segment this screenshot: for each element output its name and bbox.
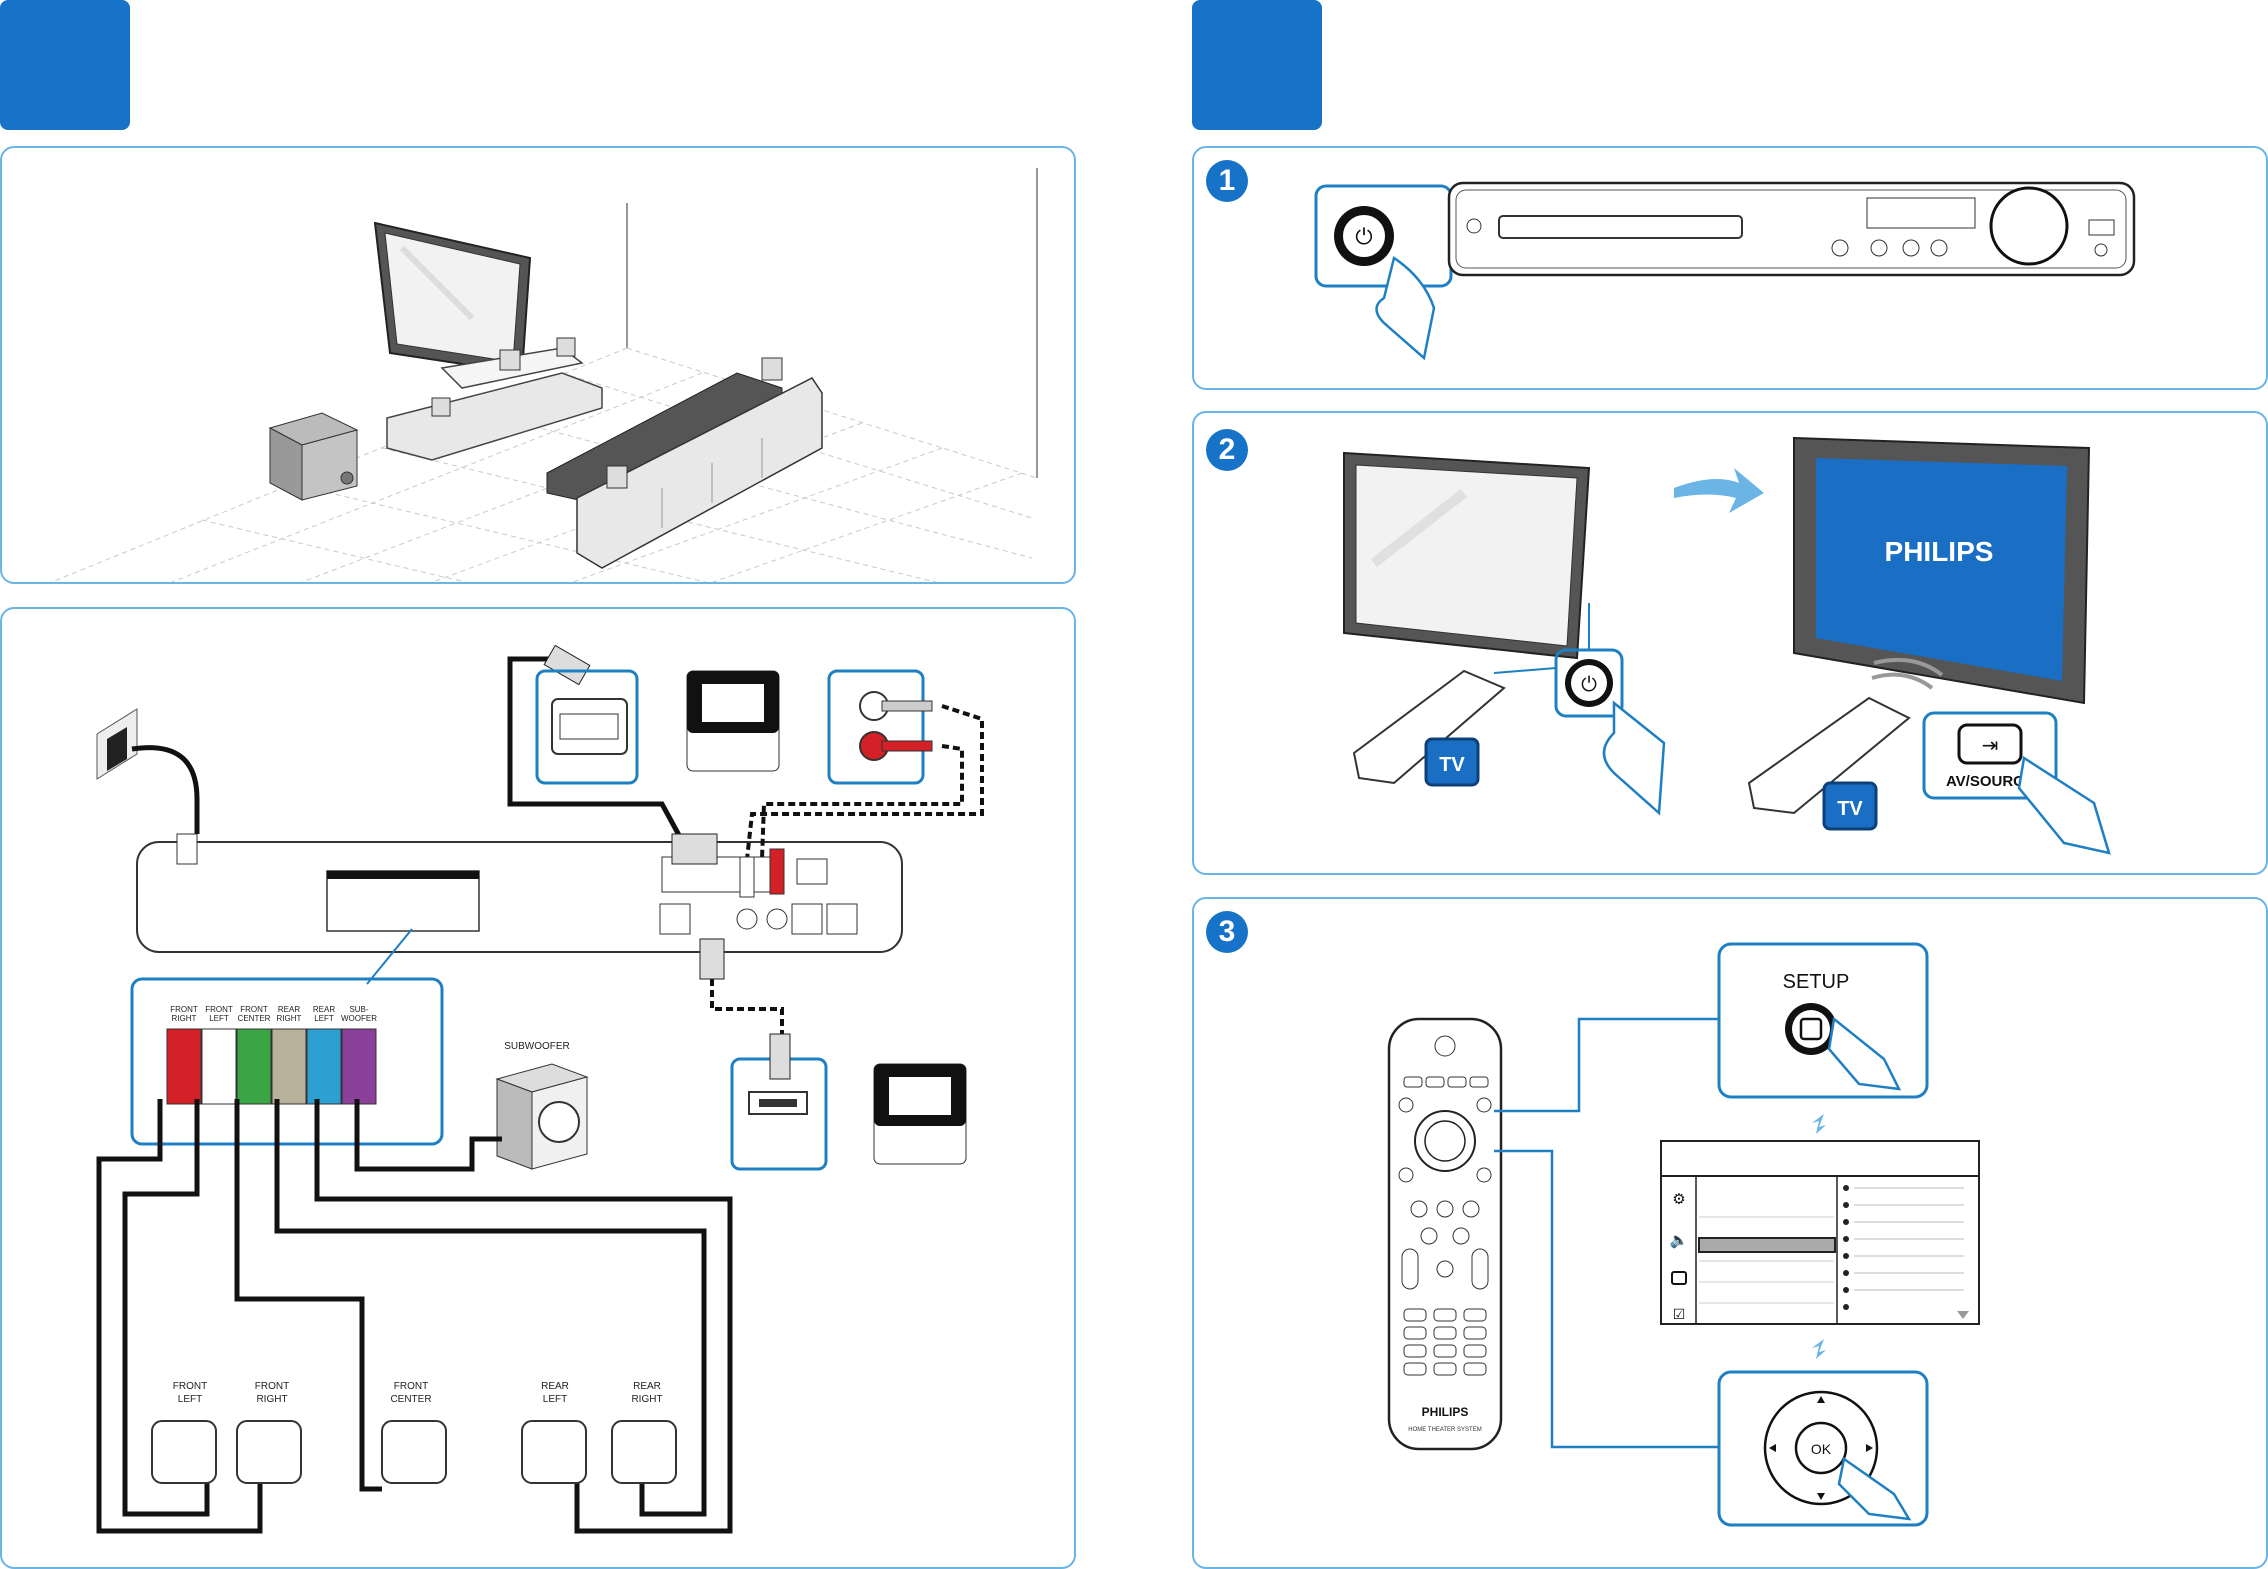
section-tab-right — [1192, 0, 1322, 130]
jack-label-sub-woofer-2: WOOFER — [341, 1014, 377, 1023]
remote-subtitle-text: HOME THEATER SYSTEM — [1408, 1427, 1481, 1433]
tv-off — [1343, 451, 1591, 660]
step-2-badge: 2 — [1206, 429, 1248, 471]
floor-label-front-left-2: LEFT — [178, 1394, 202, 1405]
subwoofer-label: SUBWOOFER — [504, 1041, 570, 1052]
main-unit-front: ⏻ — [1314, 181, 2136, 361]
preference-icon: ☑ — [1673, 1306, 1686, 1322]
speaker-icon: 🔈 — [1670, 1232, 1689, 1249]
step-2-panel: 2 TV ⏻ PHILIPS — [1192, 411, 2268, 875]
jack-label-front-center-1: FRONT — [240, 1005, 268, 1014]
tv-icon-hdmi — [873, 1063, 967, 1165]
floor-label-front-center-2: CENTER — [390, 1394, 431, 1405]
floor-label-front-right-2: RIGHT — [256, 1394, 287, 1405]
gear-icon: ⚙ — [1672, 1191, 1685, 1208]
subwoofer-in-room — [268, 412, 359, 501]
floor-label-rear-right-1: REAR — [633, 1381, 661, 1392]
tv-icon-scart — [686, 670, 780, 772]
jack-label-rear-left-2: LEFT — [314, 1014, 334, 1023]
svg-text:⏻: ⏻ — [1581, 674, 1597, 696]
floor-label-rear-left-1: REAR — [541, 1381, 569, 1392]
main-unit-rear-panel — [136, 833, 903, 953]
step-1-panel: 1 ⏻ — [1192, 146, 2268, 390]
display-icon — [1671, 1271, 1687, 1285]
floor-label-front-right-1: FRONT — [255, 1381, 289, 1392]
room-placement-panel — [0, 146, 1076, 584]
step-1-badge: 1 — [1206, 160, 1248, 202]
jack-label-front-left-1: FRONT — [205, 1005, 233, 1014]
jack-label-front-right-1: FRONT — [170, 1005, 198, 1014]
floor-speakers — [151, 1420, 677, 1484]
jack-label-front-right-2: RIGHT — [172, 1014, 197, 1023]
section-tab-left — [0, 0, 130, 130]
connection-diagram-panel: FRONT RIGHT FRONT LEFT FRONT CENTER REAR… — [0, 607, 1076, 1569]
tv-brand-text: PHILIPS — [1885, 536, 1994, 567]
av-source-label: AV/SOURCE — [1946, 773, 2034, 790]
speaker-jacks — [166, 1028, 377, 1105]
floor-label-front-left-1: FRONT — [173, 1381, 207, 1392]
connection-diagram: FRONT RIGHT FRONT LEFT FRONT CENTER REAR… — [96, 644, 984, 1534]
floor-label-front-center-1: FRONT — [394, 1381, 428, 1392]
svg-text:⏻: ⏻ — [1355, 224, 1372, 249]
jack-label-sub-woofer-1: SUB- — [349, 1005, 368, 1014]
jack-label-front-left-2: LEFT — [209, 1014, 229, 1023]
jack-label-rear-right-1: REAR — [278, 1005, 300, 1014]
ok-nav-callout: OK — [1717, 1370, 1929, 1527]
svg-text:⇥: ⇥ — [1982, 735, 1999, 757]
floor-label-rear-right-2: RIGHT — [631, 1394, 662, 1405]
remote-brand-text: PHILIPS — [1422, 1405, 1469, 1419]
room-illustration — [50, 168, 1038, 582]
tv-button-2: TV — [1822, 781, 1878, 831]
jack-label-rear-right-2: RIGHT — [277, 1014, 302, 1023]
floor-label-rear-left-2: LEFT — [543, 1394, 567, 1405]
subwoofer-speaker — [495, 1063, 589, 1170]
tv-on-wall — [373, 221, 532, 375]
setup-menu-screen: ⚙ 🔈 ☑ — [1660, 1140, 1980, 1325]
tv-button-label-1: TV — [1439, 754, 1465, 776]
setup-callout: SETUP — [1717, 942, 1929, 1099]
tv-button-label-2: TV — [1837, 798, 1863, 820]
jack-label-rear-left-1: REAR — [313, 1005, 335, 1014]
wall-outlet — [96, 708, 138, 780]
tv-on: PHILIPS — [1793, 436, 2091, 705]
setup-label: SETUP — [1783, 971, 1850, 993]
step-3-badge: 3 — [1206, 911, 1248, 953]
remote-control: PHILIPS HOME THEATER SYSTEM — [1387, 1017, 1503, 1451]
av-source-callout: ⇥ AV/SOURCE — [1922, 711, 2058, 800]
tv-button-1: TV — [1424, 737, 1480, 787]
ok-label: OK — [1811, 1441, 1832, 1457]
jack-label-front-center-2: CENTER — [238, 1014, 271, 1023]
step-3-panel: 3 PHILIPS HOME THEATER SY — [1192, 897, 2268, 1569]
